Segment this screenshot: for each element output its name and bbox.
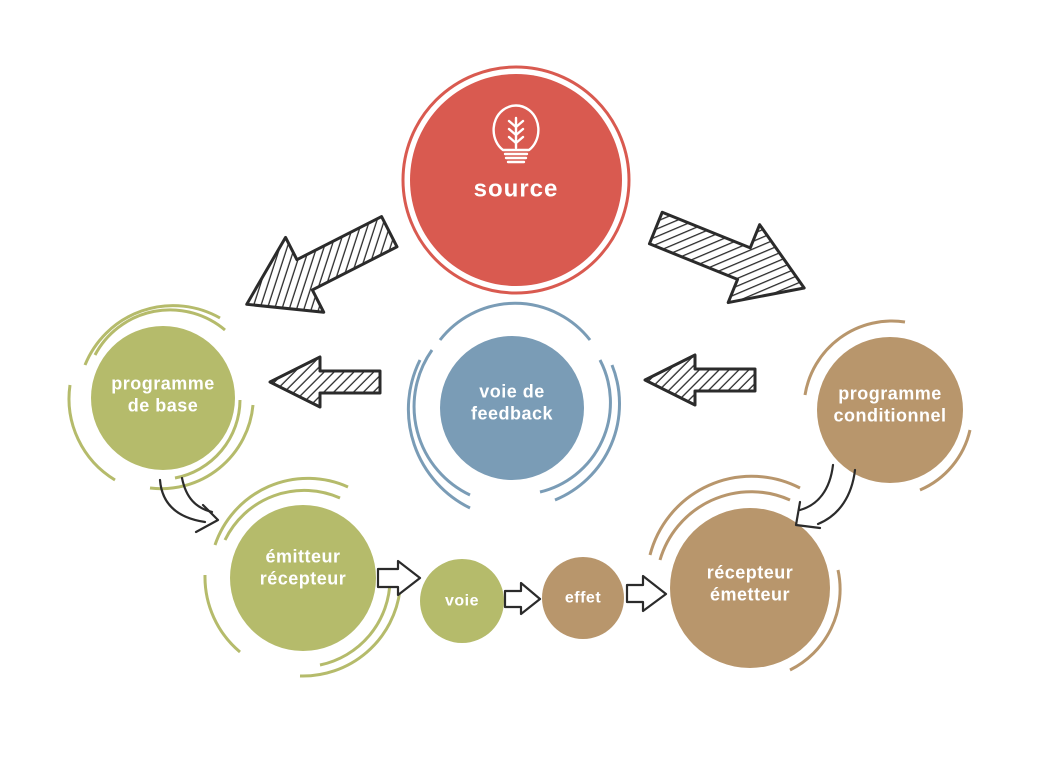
emitteur-recepteur-line1: émitteur — [265, 546, 341, 567]
programme-de-base-label: programme de base — [111, 373, 215, 416]
recepteur-emetteur-line2: émetteur — [709, 584, 791, 604]
voie-de-feedback-label: voie de feedback — [471, 381, 553, 424]
arrow-conditionnel-to-recepteur — [794, 463, 857, 530]
node-effet — [542, 557, 624, 639]
programme-conditionnel-label: programme conditionnel — [834, 383, 947, 426]
programme-conditionnel-line1: programme — [838, 383, 942, 404]
arrow-conditionnel-to-feedback — [643, 353, 757, 407]
voie-de-feedback-line2: feedback — [470, 403, 554, 423]
lightbulb-icon — [492, 104, 540, 164]
recepteur-emetteur-label: récepteur émetteur — [707, 562, 794, 605]
voie-de-feedback-line1: voie de — [479, 381, 545, 402]
node-voie — [420, 559, 504, 643]
arrow-feedback-to-programme-base — [268, 355, 382, 409]
arrow-source-to-programme-base — [226, 192, 410, 344]
programme-de-base-line1: programme — [111, 373, 215, 394]
emitteur-recepteur-label: émitteur récepteur — [260, 546, 347, 589]
arrow-emitteur-to-voie — [376, 559, 422, 597]
node-emitteur-recepteur — [203, 476, 402, 678]
arrow-source-to-programme-conditionnel — [638, 187, 822, 329]
recepteur-emetteur-line1: récepteur — [706, 562, 794, 583]
emitteur-recepteur-line2: récepteur — [259, 568, 347, 588]
node-recepteur-emetteur — [648, 474, 842, 672]
node-programme-de-base — [67, 304, 255, 491]
source-label: source — [473, 175, 559, 203]
voie-label: voie — [444, 592, 480, 610]
node-voie-de-feedback — [406, 301, 622, 510]
node-programme-conditionnel — [803, 319, 972, 492]
programme-de-base-line2: de base — [127, 395, 199, 415]
programme-conditionnel-line2: conditionnel — [833, 405, 947, 425]
arrow-programme-base-to-emitteur — [158, 476, 220, 534]
effet-label: effet — [564, 589, 602, 607]
arrow-voie-to-effet — [503, 581, 542, 616]
node-source — [401, 65, 631, 295]
arrow-effet-to-recepteur — [625, 574, 668, 613]
